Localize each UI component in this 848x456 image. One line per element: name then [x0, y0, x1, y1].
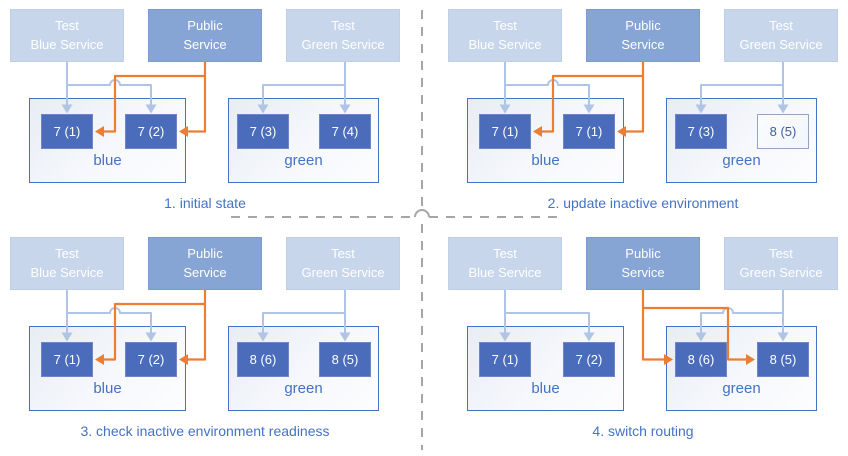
env-label-green: green — [284, 380, 323, 397]
env-label-green: green — [722, 152, 761, 169]
service-label: Green Service — [739, 36, 823, 52]
pod-green-2: 7 (4) — [319, 114, 371, 149]
service-label: Public — [625, 246, 661, 262]
stage-caption: 1. initial state — [164, 195, 246, 211]
env-label-blue: blue — [531, 152, 560, 169]
pod-blue-1: 7 (1) — [41, 342, 93, 377]
service-label: Green Service — [301, 36, 385, 52]
service-label: Test — [331, 18, 355, 34]
pod-green-1: 7 (3) — [237, 114, 289, 149]
service-label: Test — [55, 18, 79, 34]
service-label: Blue Service — [468, 264, 542, 280]
service-label: Test — [769, 246, 793, 262]
env-label-green: green — [722, 380, 761, 397]
service-label: Test — [493, 246, 517, 262]
pod-green-2: 8 (5) — [757, 342, 809, 377]
service-label: Test — [769, 18, 793, 34]
service-label: Green Service — [301, 264, 385, 280]
stage-caption: 4. switch routing — [592, 423, 694, 439]
pod-blue-2: 7 (2) — [125, 114, 177, 149]
service-label: Service — [621, 264, 665, 280]
pod-green-1: 8 (6) — [675, 342, 727, 377]
service-label: Service — [621, 36, 665, 52]
pod-blue-1: 7 (1) — [479, 342, 531, 377]
stage-caption: 2. update inactive environment — [547, 195, 739, 211]
stage-caption: 3. check inactive environment readiness — [80, 423, 330, 439]
pod-blue-2: 7 (2) — [125, 342, 177, 377]
pod-blue-2: 7 (2) — [563, 342, 615, 377]
pod-green-1: 8 (6) — [237, 342, 289, 377]
env-label-blue: blue — [93, 152, 122, 169]
service-label: Test — [331, 246, 355, 262]
pod-blue-1: 7 (1) — [479, 114, 531, 149]
service-label: Green Service — [739, 264, 823, 280]
env-label-blue: blue — [93, 380, 122, 397]
service-label: Public — [187, 18, 223, 34]
pod-green-2: 8 (5) — [757, 114, 809, 149]
service-label: Service — [183, 264, 227, 280]
service-label: Service — [183, 36, 227, 52]
pod-green-2: 8 (5) — [319, 342, 371, 377]
service-label: Test — [55, 246, 79, 262]
service-label: Public — [625, 18, 661, 34]
pod-green-1: 7 (3) — [675, 114, 727, 149]
service-label: Blue Service — [30, 36, 104, 52]
service-label: Blue Service — [468, 36, 542, 52]
env-label-blue: blue — [531, 380, 560, 397]
pod-blue-1: 7 (1) — [41, 114, 93, 149]
service-label: Public — [187, 246, 223, 262]
pod-blue-2: 7 (1) — [563, 114, 615, 149]
service-label: Blue Service — [30, 264, 104, 280]
service-label: Test — [493, 18, 517, 34]
env-label-green: green — [284, 152, 323, 169]
